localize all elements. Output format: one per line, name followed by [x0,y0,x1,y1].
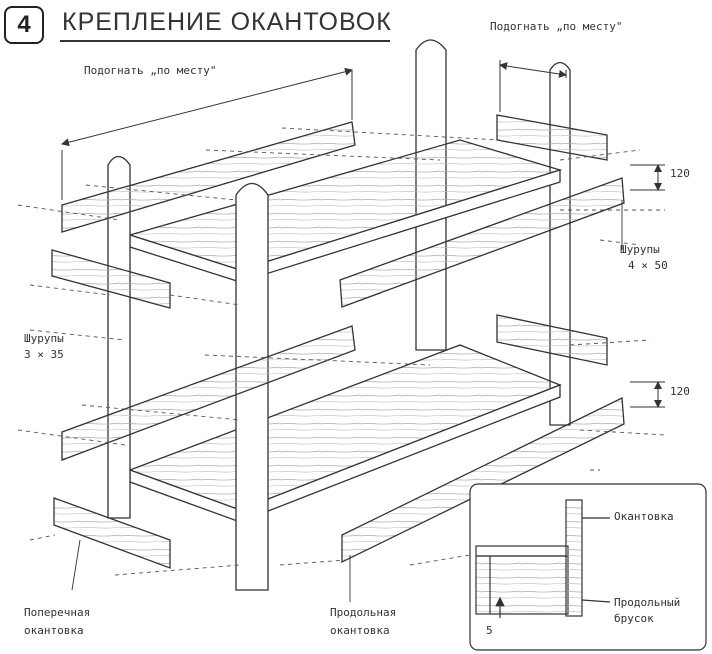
title-underline [60,40,390,42]
top-back-short-trim [496,114,608,161]
bottom-back-long-trim [61,325,356,461]
bottom-front-long-trim [341,396,625,564]
top-front-long-trim [339,177,625,308]
inset-bar-label-line2: брусок [614,612,654,625]
top-cross-trim [51,249,171,309]
screws-3x35-label-line1: Шурупы [24,332,64,345]
cross-trim-label-line1: Поперечная [24,606,91,619]
cross-trim-label-line2: окантовка [24,624,84,637]
screws-4x50-label-line1: Шурупы [620,243,660,256]
screws-3x35-label-line2: 3 × 35 [24,348,64,361]
detail-inset [469,483,707,651]
top-back-long-trim [61,121,356,233]
bottom-back-short-trim [496,314,608,366]
page-title: КРЕПЛЕНИЕ ОКАНТОВОК [62,8,392,36]
screws-4x50-label-line2: 4 × 50 [628,259,668,272]
step-number-badge: 4 [4,6,44,44]
long-trim-label-line1: Продольная [330,606,397,619]
long-trim-label-line2: окантовка [330,624,390,637]
fit-on-site-label-left: Подогнать „по месту" [84,64,217,77]
inset-dimension-5: 5 [486,624,493,637]
bottom-cross-trim [53,497,171,569]
fit-on-site-label-right: Подогнать „по месту" [490,20,623,33]
dimension-120-top: 120 [670,167,690,180]
dimension-120-bottom: 120 [670,385,690,398]
inset-trim-label: Окантовка [614,510,674,523]
inset-bar-label-line1: Продольный [614,596,681,609]
back-post-right [549,61,571,426]
